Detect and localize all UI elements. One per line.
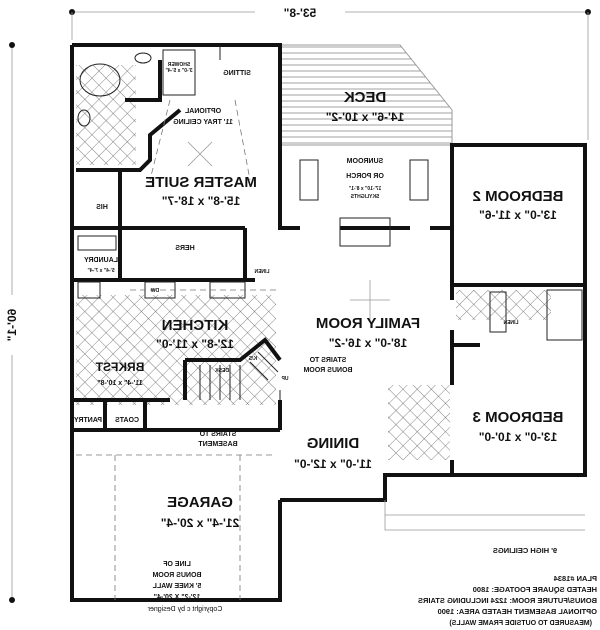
dimension-lines <box>9 9 591 603</box>
plan-note: (MEASURED TO OUTSIDE FRAME WALLS) <box>449 620 592 627</box>
fixtures <box>77 49 585 531</box>
coats-label: COATS <box>115 417 139 424</box>
room-label-garage: GARAGE <box>167 494 233 511</box>
foyer-tile <box>388 385 450 460</box>
ks-label: K/S <box>248 356 257 362</box>
knee-wall-note: 12'-2" X 20'-4" <box>154 594 201 601</box>
room-size-garage: 21'-4" x 20'-4" <box>161 516 239 530</box>
shower-label: SHOWER <box>167 62 190 68</box>
room-label-family-room: FAMILY ROOM <box>316 315 420 332</box>
room-label-sitting: SITTING <box>223 70 251 77</box>
linen-label: LINEN <box>254 269 269 275</box>
room-size-sunroom: 17'-10" x 8'-1" <box>348 186 381 192</box>
skylights-note: SKYLIGHTS <box>350 194 379 200</box>
knee-wall-note: LINE OF <box>162 561 190 568</box>
tray-note-2: 11' TRAY CEILING <box>173 119 233 126</box>
room-label-kitchen: KITCHEN <box>162 317 229 334</box>
up-label: UP <box>281 376 289 382</box>
room-label-laundry: LAUNDRY <box>84 257 118 264</box>
pantry-label: PANTRY <box>74 417 102 424</box>
shower-size: 3'-0" x 5'-4" <box>165 68 193 74</box>
room-label-bedroom-2: BEDROOM 2 <box>473 188 564 205</box>
tray-note-1: OPTIONAL <box>184 108 221 115</box>
room-size-bedroom-3: 13'-0" x 10'-0" <box>479 430 557 444</box>
room-label-dining: DINING <box>307 435 360 452</box>
walls <box>70 43 587 602</box>
kitchen-tile <box>76 295 276 405</box>
plan-note: BONUS/FUTURE ROOM: 1224 INCLUDING STAIRS <box>418 596 597 605</box>
knee-wall-note: 5' KNEE WALL <box>152 583 201 590</box>
dishwasher-label: DW <box>151 288 160 294</box>
room-size-bedroom-2: 13'-0" x 11'-6" <box>479 208 557 222</box>
room-size-master-suite: 15'-8" x 18'-7" <box>162 194 240 208</box>
copyright: Copyright c by Designer <box>147 606 222 613</box>
closet-hers: HERS <box>175 245 195 252</box>
room-size-brkfst: 11'-4" x 10'-8" <box>97 380 142 387</box>
room-size-deck: 14'-6" x 10'-2" <box>326 110 404 124</box>
bath-linen-label: LINEN <box>503 320 518 326</box>
ceiling-note: 9' HIGH CEILINGS <box>493 546 557 555</box>
plan-note: HEATED SQUARE FOOTAGE: 1800 <box>473 585 597 594</box>
room-size-family-room: 18'-0" x 16'-2" <box>329 336 407 350</box>
plan-note: PLAN #1834 <box>553 574 597 583</box>
room-size-kitchen: 12'-8" x 11'-0" <box>156 337 234 351</box>
overall-width: 53'-8" <box>284 6 317 20</box>
room-label-brkfst: BRKFST <box>95 360 144 374</box>
master-bath-tile <box>76 65 136 165</box>
closet-his: HIS <box>96 204 108 211</box>
room-label-bedroom-3: BEDROOM 3 <box>473 409 564 426</box>
stairs-bonus-1: STAIRS TO <box>309 357 346 364</box>
room-label-master-suite: MASTER SUITE <box>145 174 257 191</box>
plan-note: OPTIONAL BASEMENT HEATED AREA: 1900 <box>438 607 597 616</box>
dashed-lines <box>76 99 276 600</box>
desk-label: DESK <box>215 368 229 374</box>
stairs-basement-2: BASEMENT <box>198 441 238 448</box>
knee-wall-note: BONUS ROOM <box>152 572 201 579</box>
room-size-laundry: 5'-4" x 7'-4" <box>87 268 115 274</box>
overall-depth: 60'-1" <box>5 309 19 342</box>
stairs-basement-1: STAIRS TO <box>199 431 236 438</box>
room-size-dining: 11'-0" x 12'-0" <box>294 457 372 471</box>
room-label-porch: OR PORCH <box>346 173 384 180</box>
bath-tile <box>456 290 551 320</box>
room-label-sunroom: SUNROOM <box>347 158 384 165</box>
stairs-bonus-2: BONUS ROOM <box>303 367 352 374</box>
room-label-deck: DECK <box>344 89 387 106</box>
